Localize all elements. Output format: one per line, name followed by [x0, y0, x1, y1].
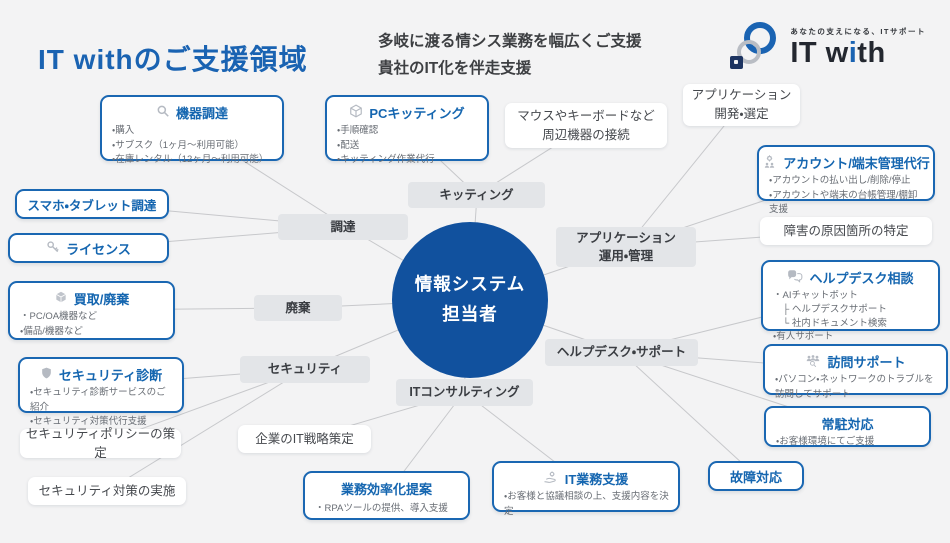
logo-brand: IT with — [790, 37, 886, 69]
category-application-operation: アプリケーション 運用・管理 — [556, 227, 696, 267]
plain-box-app-development-selection: アプリケーション 開発・選定 — [683, 84, 800, 126]
page-title: IT withのご支援領域 — [38, 44, 308, 75]
search-icon — [156, 104, 170, 121]
logo-magnifier-icon — [730, 18, 782, 76]
cube-icon — [54, 290, 68, 307]
package-icon — [349, 104, 363, 121]
category-disposal: 廃棄 — [254, 295, 342, 321]
category-helpdesk-support: ヘルプデスク・サポート — [545, 339, 698, 366]
service-box-onsite-resident: 常駐対応 ・お客様環境にてご支援 — [764, 406, 931, 447]
service-box-buyback-disposal: 買取/廃棄 ・PC/OA機器など ・備品/機器など — [8, 281, 175, 340]
chat-icon — [787, 269, 803, 286]
service-box-it-work-support: IT業務支援 ・お客様と協議相談の上、支援内容を決定 — [492, 461, 680, 517]
service-box-visiting-support: 訪問サポート ・パソコン・ネットワークのトラブルを訪問してサポート — [763, 344, 948, 400]
center-node-information-systems: 情報システム 担当者 — [392, 222, 548, 378]
service-box-equipment-procurement: 機器調達 ・購入 ・サブスク（1ヶ月〜利用可能） ・在庫レンタル（12ヶ月〜利用… — [100, 95, 284, 165]
plain-box-security-countermeasure: セキュリティ対策の実施 — [28, 477, 186, 505]
logo-tagline: あなたの支えになる、ITサポート — [790, 27, 926, 36]
gear-user-icon — [762, 154, 777, 172]
service-box-license: ライセンス — [8, 233, 169, 263]
page-subtitle: 多岐に渡る情シス業務を幅広くご支援 貴社のIT化を伴走支援 — [378, 33, 642, 78]
service-box-efficiency-proposal: 業務効率化提案 ・RPAツールの提供、導入支援 — [303, 471, 470, 520]
service-box-helpdesk-consultation: ヘルプデスク相談 ・AIチャットボット ├ ヘルプデスクサポート └ 社内ドキュ… — [761, 260, 940, 342]
service-box-account-device-management: アカウント/端末管理代行 ・アカウントの払い出し/削除/停止 ・アカウントや端末… — [757, 145, 935, 215]
plain-box-it-strategy-planning: 企業のIT戦略策定 — [238, 425, 371, 453]
plain-box-security-policy-planning: セキュリティポリシーの策定 — [20, 427, 181, 460]
service-box-pc-kitting: PCキッティング ・手順確認 ・配送 ・キッティング作業代行 — [325, 95, 489, 165]
hand-gear-icon — [544, 470, 559, 487]
service-box-failure-response: 故障対応 — [708, 461, 804, 491]
category-security: セキュリティ — [240, 356, 370, 383]
plain-box-failure-cause-identification: 障害の原因箇所の特定 — [760, 217, 932, 245]
category-procurement: 調達 — [278, 214, 408, 240]
it-with-logo: あなたの支えになる、ITサポート IT with — [730, 18, 926, 76]
category-it-consulting: ITコンサルティング — [396, 379, 533, 406]
key-icon — [46, 240, 60, 257]
users-icon — [805, 354, 821, 370]
category-kitting: キッティング — [408, 182, 545, 208]
shield-icon — [40, 366, 53, 383]
service-box-security-assessment: セキュリティ診断 ・セキュリティ診断サービスのご紹介 ・セキュリティ対策代行支援 — [18, 357, 184, 427]
plain-box-peripheral-connection: マウスやキーボードなど 周辺機器の接続 — [505, 103, 667, 148]
service-box-smartphone-tablet: スマホ・タブレット調達 — [15, 189, 169, 219]
